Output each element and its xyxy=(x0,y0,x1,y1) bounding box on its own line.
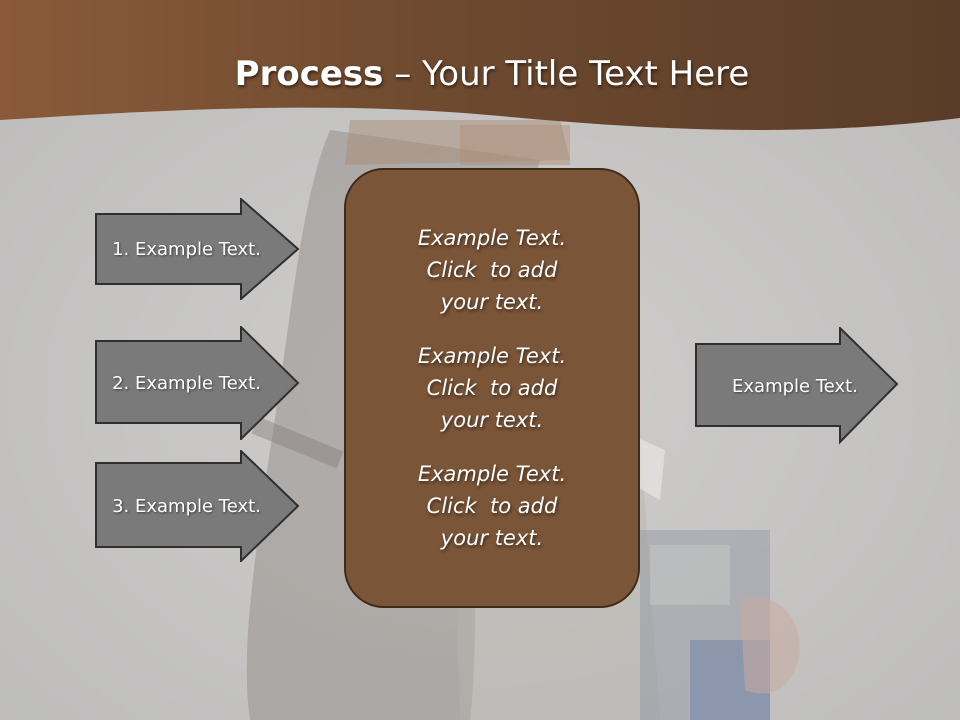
center-item-3-line-2: Click to add xyxy=(426,494,558,518)
right-arrow-shape-icon xyxy=(95,326,300,440)
left-arrow-1-label: 1. Example Text. xyxy=(112,238,261,260)
center-text-item-2: Example Text. Click to add your text. xyxy=(418,340,566,436)
left-arrow-3[interactable]: 3. Example Text. xyxy=(95,450,300,562)
header-band xyxy=(0,0,960,131)
center-text-box[interactable]: Example Text. Click to add your text. Ex… xyxy=(344,168,640,608)
title-separator: – xyxy=(383,54,423,94)
center-item-2-line-3: your text. xyxy=(440,408,544,432)
right-arrow[interactable]: Example Text. xyxy=(695,327,899,445)
left-arrow-1[interactable]: 1. Example Text. xyxy=(95,198,300,300)
title-text: Your Title Text Here xyxy=(422,54,750,94)
left-arrow-3-label: 3. Example Text. xyxy=(112,495,261,517)
right-arrow-shape-icon xyxy=(95,198,300,300)
right-arrow-shape-icon xyxy=(95,450,300,562)
center-item-3-line-1: Example Text. xyxy=(417,462,567,486)
center-item-1-line-3: your text. xyxy=(440,290,544,314)
right-arrow-shape-icon xyxy=(695,327,899,445)
center-item-1-line-1: Example Text. xyxy=(417,226,567,250)
left-arrow-2[interactable]: 2. Example Text. xyxy=(95,326,300,440)
center-text-item-3: Example Text. Click to add your text. xyxy=(418,458,566,554)
center-text-item-1: Example Text. Click to add your text. xyxy=(418,222,566,318)
right-arrow-label: Example Text. xyxy=(732,375,858,397)
title-bold: Process xyxy=(234,54,384,94)
center-item-3-line-3: your text. xyxy=(440,526,544,550)
center-item-2-line-1: Example Text. xyxy=(417,344,567,368)
center-item-1-line-2: Click to add xyxy=(426,258,558,282)
center-item-2-line-2: Click to add xyxy=(426,376,558,400)
left-arrow-2-label: 2. Example Text. xyxy=(112,372,261,394)
slide-title: Process – Your Title Text Here xyxy=(0,48,960,100)
